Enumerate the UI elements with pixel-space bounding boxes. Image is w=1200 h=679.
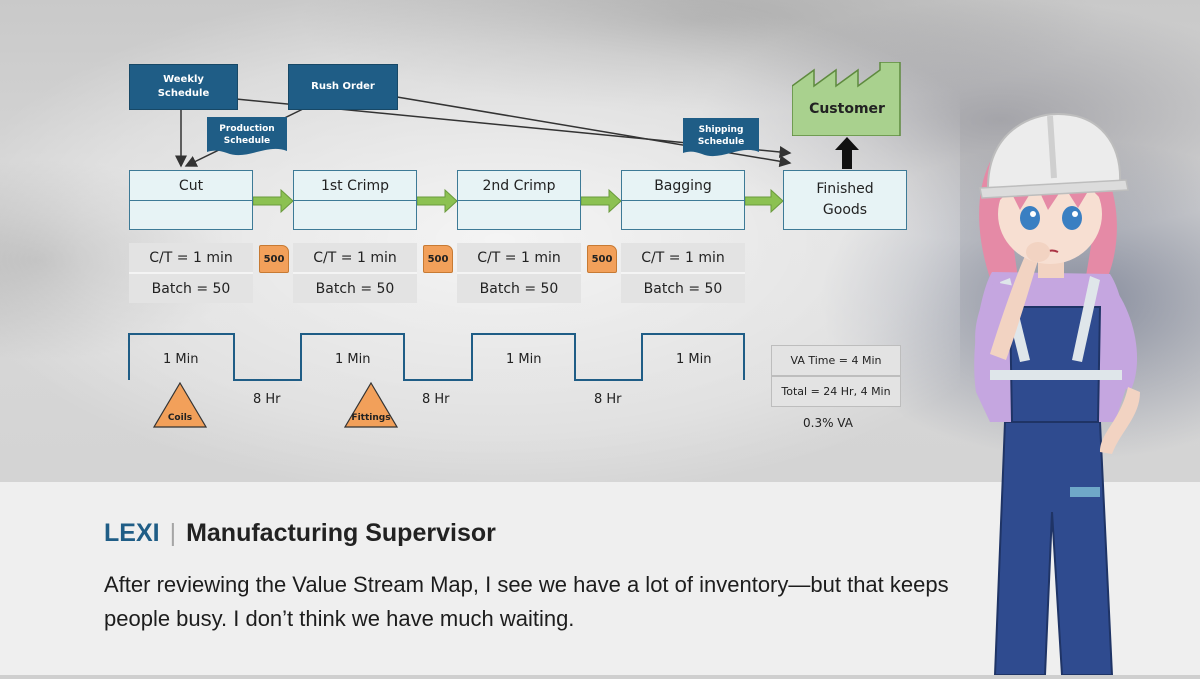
warning-triangle-icon [343, 381, 399, 428]
va-percent-label: 0.3% VA [803, 416, 853, 430]
process-name: 1st Crimp [294, 171, 416, 201]
process-name: Cut [130, 171, 252, 201]
document-icon [207, 117, 287, 156]
customer-label: Customer [809, 101, 885, 117]
process-bagging: Bagging [621, 170, 745, 230]
customer-factory: Customer [792, 62, 902, 136]
process-1st-crimp: 1st Crimp [293, 170, 417, 230]
cycle-time: C/T = 1 min [477, 249, 561, 266]
batch-size: Batch = 50 [457, 272, 581, 303]
cycle-time: C/T = 1 min [149, 249, 233, 266]
character-lexi-icon [950, 92, 1160, 676]
shipping-schedule-doc: Shipping Schedule [683, 118, 759, 160]
speaker-separator: | [169, 519, 177, 547]
inventory-badge: 500 [423, 245, 453, 273]
timeline-process-time: 1 Min [506, 352, 542, 367]
speaker-role: Manufacturing Supervisor [186, 519, 496, 547]
process-cut: Cut [129, 170, 253, 230]
timeline-process-time: 1 Min [335, 352, 371, 367]
rush-order-box: Rush Order [288, 64, 398, 110]
finished-goods-box: Finished Goods [783, 170, 907, 230]
raw-material-label: Coils [167, 413, 193, 423]
speaker-name: LEXI [104, 519, 160, 547]
dialogue-text: After reviewing the Value Stream Map, I … [104, 572, 949, 631]
character-illustration [974, 112, 1140, 676]
process-name: Bagging [622, 171, 744, 201]
total-time-box: Total = 24 Hr, 4 Min [771, 376, 901, 407]
warning-triangle-icon [152, 381, 208, 428]
va-time-box: VA Time = 4 Min [771, 345, 901, 376]
process-2nd-crimp: 2nd Crimp [457, 170, 581, 230]
factory-icon [792, 62, 901, 136]
inventory-badge: 500 [259, 245, 289, 273]
timeline-wait-time: 8 Hr [253, 392, 281, 407]
raw-material-label: Fittings [351, 413, 391, 423]
production-schedule-label: Production Schedule [219, 124, 275, 146]
weekly-schedule-box: Weekly Schedule [129, 64, 238, 110]
timeline-process-time: 1 Min [676, 352, 712, 367]
value-stream-map: Weekly Schedule Rush Order Production Sc… [0, 0, 960, 482]
data-box-1st-crimp: C/T = 1 min Batch = 50 [293, 243, 417, 303]
batch-size: Batch = 50 [621, 272, 745, 303]
process-name: 2nd Crimp [458, 171, 580, 201]
timeline-wait-time: 8 Hr [422, 392, 450, 407]
cycle-time: C/T = 1 min [313, 249, 397, 266]
speaker-line: LEXI | Manufacturing Supervisor [104, 519, 496, 548]
inventory-badge: 500 [587, 245, 617, 273]
batch-size: Batch = 50 [293, 272, 417, 303]
raw-material-coils: Coils [152, 381, 208, 428]
raw-material-fittings: Fittings [343, 381, 399, 428]
batch-size: Batch = 50 [129, 272, 253, 303]
timeline-wait-time: 8 Hr [594, 392, 622, 407]
production-schedule-doc: Production Schedule [207, 117, 287, 159]
timeline-process-time: 1 Min [163, 352, 199, 367]
shipping-schedule-label: Shipping Schedule [697, 125, 745, 147]
data-box-2nd-crimp: C/T = 1 min Batch = 50 [457, 243, 581, 303]
data-box-bagging: C/T = 1 min Batch = 50 [621, 243, 745, 303]
data-box-cut: C/T = 1 min Batch = 50 [129, 243, 253, 303]
document-icon [683, 118, 759, 157]
cycle-time: C/T = 1 min [641, 249, 725, 266]
